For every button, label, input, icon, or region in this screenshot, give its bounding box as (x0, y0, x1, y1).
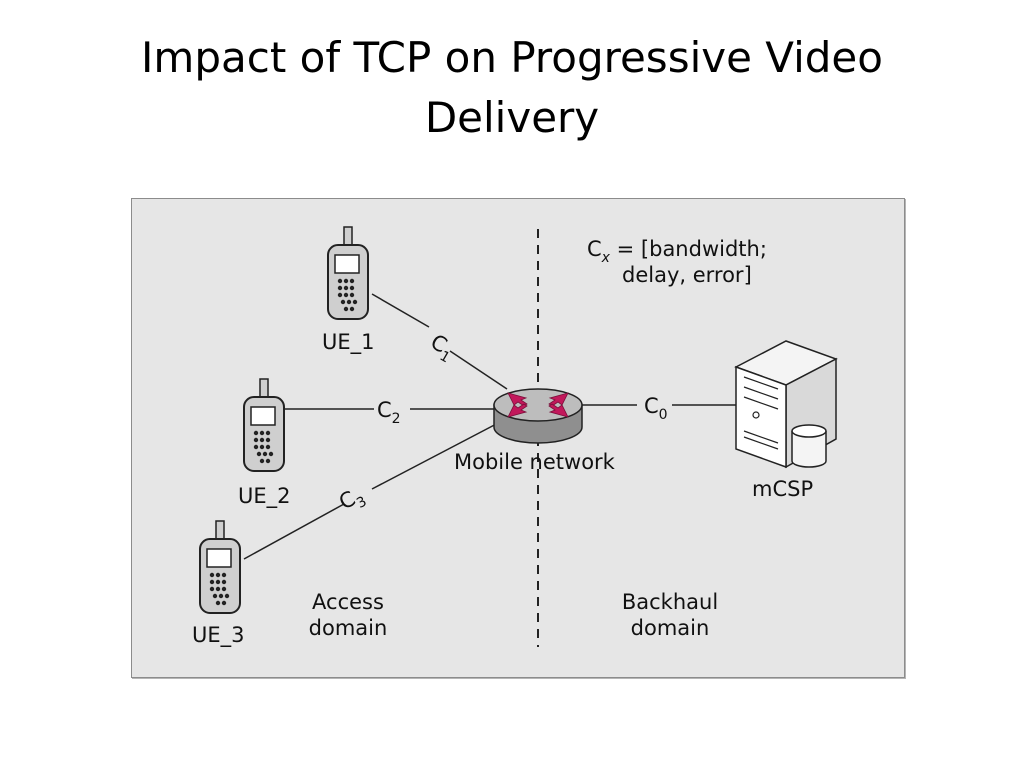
link-c1b (449, 350, 508, 390)
link-label-c3: C3 (335, 482, 369, 519)
network-diagram: UE_1 UE_2 UE_3 C1 C2 C3 C0 Mobile networ… (131, 198, 905, 678)
server-icon (734, 340, 838, 469)
backhaul-domain-label-1: Backhaul (622, 590, 718, 614)
title-line-1: Impact of TCP on Progressive Video (141, 33, 883, 82)
server-label: mCSP (752, 477, 813, 501)
phone-icon-ue1 (327, 226, 369, 320)
link-c1 (371, 293, 430, 328)
router-label: Mobile network (454, 450, 616, 474)
capacity-formula-line2: delay, error] (622, 263, 752, 287)
access-domain-label-2: domain (309, 616, 388, 640)
link-label-c0: C0 (644, 394, 668, 423)
link-label-c2: C2 (377, 398, 401, 427)
phone-icon-ue3 (199, 520, 241, 614)
link-label-c1: C1 (424, 330, 459, 367)
phone-icon-ue2 (243, 378, 285, 472)
slide-title: Impact of TCP on Progressive Video Deliv… (0, 28, 1024, 148)
router-icon (493, 388, 583, 444)
ue-label-3: UE_3 (192, 623, 245, 648)
diagram-canvas: UE_1 UE_2 UE_3 C1 C2 C3 C0 Mobile networ… (192, 226, 838, 648)
link-c3 (243, 503, 345, 560)
capacity-formula: Cx = [bandwidth; (587, 237, 767, 266)
ue-label-1: UE_1 (322, 330, 375, 355)
title-line-2: Delivery (424, 93, 600, 142)
ue-label-2: UE_2 (238, 484, 291, 509)
backhaul-domain-label-2: domain (631, 616, 710, 640)
access-domain-label-1: Access (312, 590, 384, 614)
link-c3b (371, 420, 503, 490)
